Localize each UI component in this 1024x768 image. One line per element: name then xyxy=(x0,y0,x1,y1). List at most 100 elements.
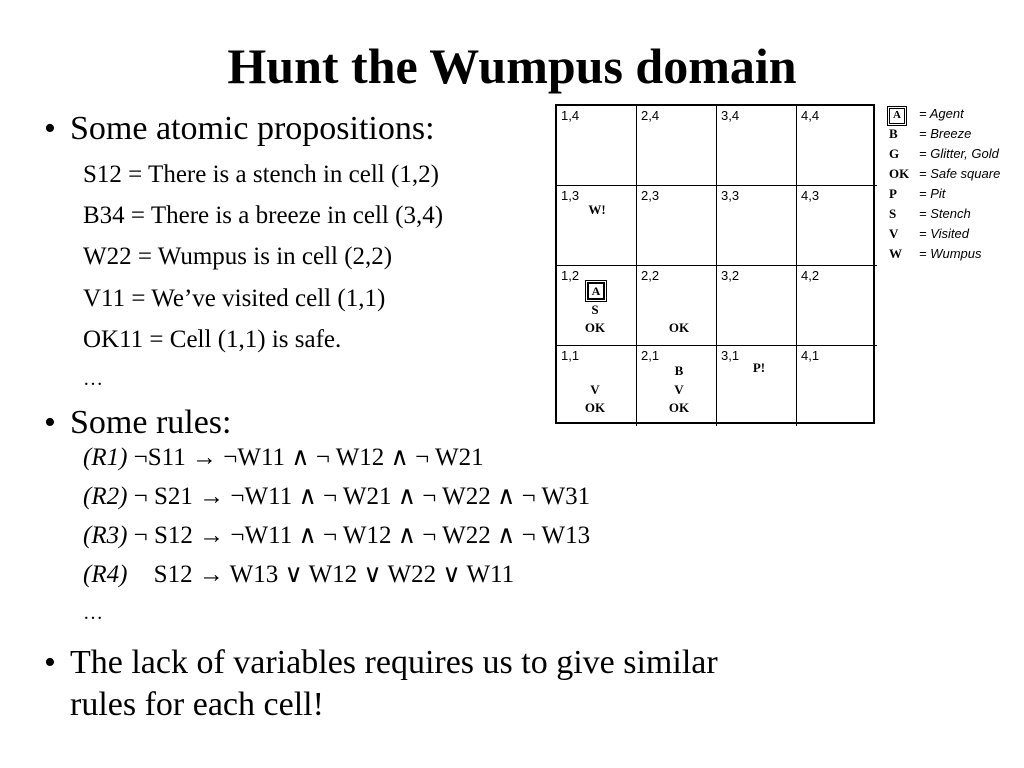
legend-item-breeze: B = Breeze xyxy=(889,124,1021,144)
grid-cell-1-1: 1,1 V OK xyxy=(557,346,637,426)
grid-cell-4-3: 4,3 xyxy=(797,186,877,266)
legend-symbol: OK xyxy=(889,166,910,181)
legend-description: = Agent xyxy=(919,106,964,121)
cell-coord: 4,1 xyxy=(801,348,820,363)
propositions-ellipsis: … xyxy=(83,368,103,390)
wumpus-suspect-mark: W! xyxy=(588,202,606,217)
rule-label: (R2) xyxy=(83,483,128,510)
grid-legend: A = Agent B = Breeze G = Glitter, Gold OK = … xyxy=(887,104,1021,264)
breeze-mark: B xyxy=(674,363,684,378)
cell-coord: 3,1 xyxy=(721,348,740,363)
cell-coord: 3,3 xyxy=(721,188,740,203)
rule-label: (R3) xyxy=(83,522,128,549)
bullet-dot: • xyxy=(44,110,56,147)
rule-label: (R4) xyxy=(83,561,128,588)
legend-symbol: A xyxy=(887,104,919,126)
safe-mark: OK xyxy=(668,400,690,415)
legend-description: = Pit xyxy=(919,186,946,201)
cell-coord: 1,1 xyxy=(561,348,580,363)
cell-coord: 1,2 xyxy=(561,268,580,283)
cell-coord: 2,3 xyxy=(641,188,660,203)
rule-text: ¬ S12 → ¬W11 ∧ ¬ W12 ∧ ¬ W22 ∧ ¬ W13 xyxy=(133,522,591,549)
bullet-atomic-propositions: • Some atomic propositions: xyxy=(44,108,435,150)
legend-item-visited: V = Visited xyxy=(889,224,1021,244)
legend-item-wumpus: W = Wumpus xyxy=(889,244,1021,264)
grid-cell-3-4: 3,4 xyxy=(717,106,797,186)
cell-coord: 4,3 xyxy=(801,188,820,203)
legend-symbol: P xyxy=(889,186,897,201)
bullet-text-continued: rules for each cell! xyxy=(70,686,324,723)
stench-mark: S xyxy=(591,302,599,317)
safe-mark: OK xyxy=(668,320,690,335)
bullet-text: Some rules: xyxy=(70,404,232,441)
proposition-v11: V11 = We’ve visited cell (1,1) xyxy=(83,285,386,312)
grid-cell-1-2: 1,2 A S OK xyxy=(557,266,637,346)
cell-coord: 4,2 xyxy=(801,268,820,283)
proposition-ok11: OK11 = Cell (1,1) is safe. xyxy=(83,326,342,353)
bullet-dot: • xyxy=(44,644,56,681)
rule-text: ¬ S21 → ¬W11 ∧ ¬ W21 ∧ ¬ W22 ∧ ¬ W31 xyxy=(133,483,591,510)
wumpus-grid: 1,4 2,4 3,4 4,4 1,3 W! 2,3 3,3 4,3 1,2 A… xyxy=(555,104,877,426)
visited-mark: V xyxy=(674,382,684,397)
rule-label: (R1) xyxy=(83,444,128,471)
legend-description: = Glitter, Gold xyxy=(919,146,999,161)
cell-coord: 2,4 xyxy=(641,108,660,123)
legend-item-stench: S = Stench xyxy=(889,204,1021,224)
rule-r3: (R3) ¬ S12 → ¬W11 ∧ ¬ W12 ∧ ¬ W22 ∧ ¬ W1… xyxy=(83,521,590,551)
grid-cell-4-2: 4,2 xyxy=(797,266,877,346)
cell-coord: 3,4 xyxy=(721,108,740,123)
visited-mark: V xyxy=(590,382,600,397)
safe-mark: OK xyxy=(584,400,606,415)
grid-cell-2-2: 2,2 OK xyxy=(637,266,717,346)
grid-cell-4-4: 4,4 xyxy=(797,106,877,186)
cell-coord: 1,3 xyxy=(561,188,580,203)
grid-cell-3-1: 3,1 P! xyxy=(717,346,797,426)
proposition-s12: S12 = There is a stench in cell (1,2) xyxy=(83,161,439,188)
rules-ellipsis: … xyxy=(83,602,103,624)
legend-item-agent: A = Agent xyxy=(887,104,1021,126)
cell-coord: 1,4 xyxy=(561,108,580,123)
bullet-lack-of-variables: • The lack of variables requires us to gi… xyxy=(44,642,844,726)
cell-coord: 2,1 xyxy=(641,348,660,363)
grid-cell-1-3: 1,3 W! xyxy=(557,186,637,266)
rule-r2: (R2) ¬ S21 → ¬W11 ∧ ¬ W21 ∧ ¬ W22 ∧ ¬ W3… xyxy=(83,482,590,512)
cell-coord: 2,2 xyxy=(641,268,660,283)
legend-item-pit: P = Pit xyxy=(889,184,1021,204)
legend-description: = Breeze xyxy=(919,126,972,141)
slide-title: Hunt the Wumpus domain xyxy=(227,38,797,94)
pit-suspect-mark: P! xyxy=(752,360,766,375)
cell-coord: 4,4 xyxy=(801,108,820,123)
rule-r1: (R1) ¬S11 → ¬W11 ∧ ¬ W12 ∧ ¬ W21 xyxy=(83,443,484,473)
legend-description: = Wumpus xyxy=(919,246,982,261)
grid-cell-2-1: 2,1 B V OK xyxy=(637,346,717,426)
legend-description: = Safe square xyxy=(919,166,1001,181)
rule-r4: (R4) S12 → W13 ∨ W12 ∨ W22 ∨ W11 xyxy=(83,560,514,590)
legend-symbol: B xyxy=(889,126,898,141)
rule-text: S12 → W13 ∨ W12 ∨ W22 ∨ W11 xyxy=(153,561,515,588)
agent-symbol: A xyxy=(887,106,907,126)
legend-description: = Visited xyxy=(919,226,969,241)
agent-marker: A xyxy=(585,280,607,302)
grid-cell-3-3: 3,3 xyxy=(717,186,797,266)
bullet-dot: • xyxy=(44,404,56,441)
grid-cell-4-1: 4,1 xyxy=(797,346,877,426)
proposition-b34: B34 = There is a breeze in cell (3,4) xyxy=(83,202,444,229)
grid-cell-2-3: 2,3 xyxy=(637,186,717,266)
bullet-text: Some atomic propositions: xyxy=(70,110,435,147)
legend-description: = Stench xyxy=(919,206,971,221)
legend-symbol: V xyxy=(889,226,899,241)
legend-symbol: G xyxy=(889,146,900,161)
grid-cell-3-2: 3,2 xyxy=(717,266,797,346)
safe-mark: OK xyxy=(584,320,606,335)
grid-cell-2-4: 2,4 xyxy=(637,106,717,186)
proposition-w22: W22 = Wumpus is in cell (2,2) xyxy=(83,243,393,270)
bullet-rules: • Some rules: xyxy=(44,402,231,444)
legend-item-glitter: G = Glitter, Gold xyxy=(889,144,1021,164)
cell-coord: 3,2 xyxy=(721,268,740,283)
rule-text: ¬S11 → ¬W11 ∧ ¬ W12 ∧ ¬ W21 xyxy=(133,444,484,471)
legend-symbol: S xyxy=(889,206,897,221)
legend-item-safe: OK = Safe square xyxy=(889,164,1021,184)
grid-cell-1-4: 1,4 xyxy=(557,106,637,186)
legend-symbol: W xyxy=(889,246,902,261)
bullet-text: The lack of variables requires us to giv… xyxy=(70,644,718,681)
